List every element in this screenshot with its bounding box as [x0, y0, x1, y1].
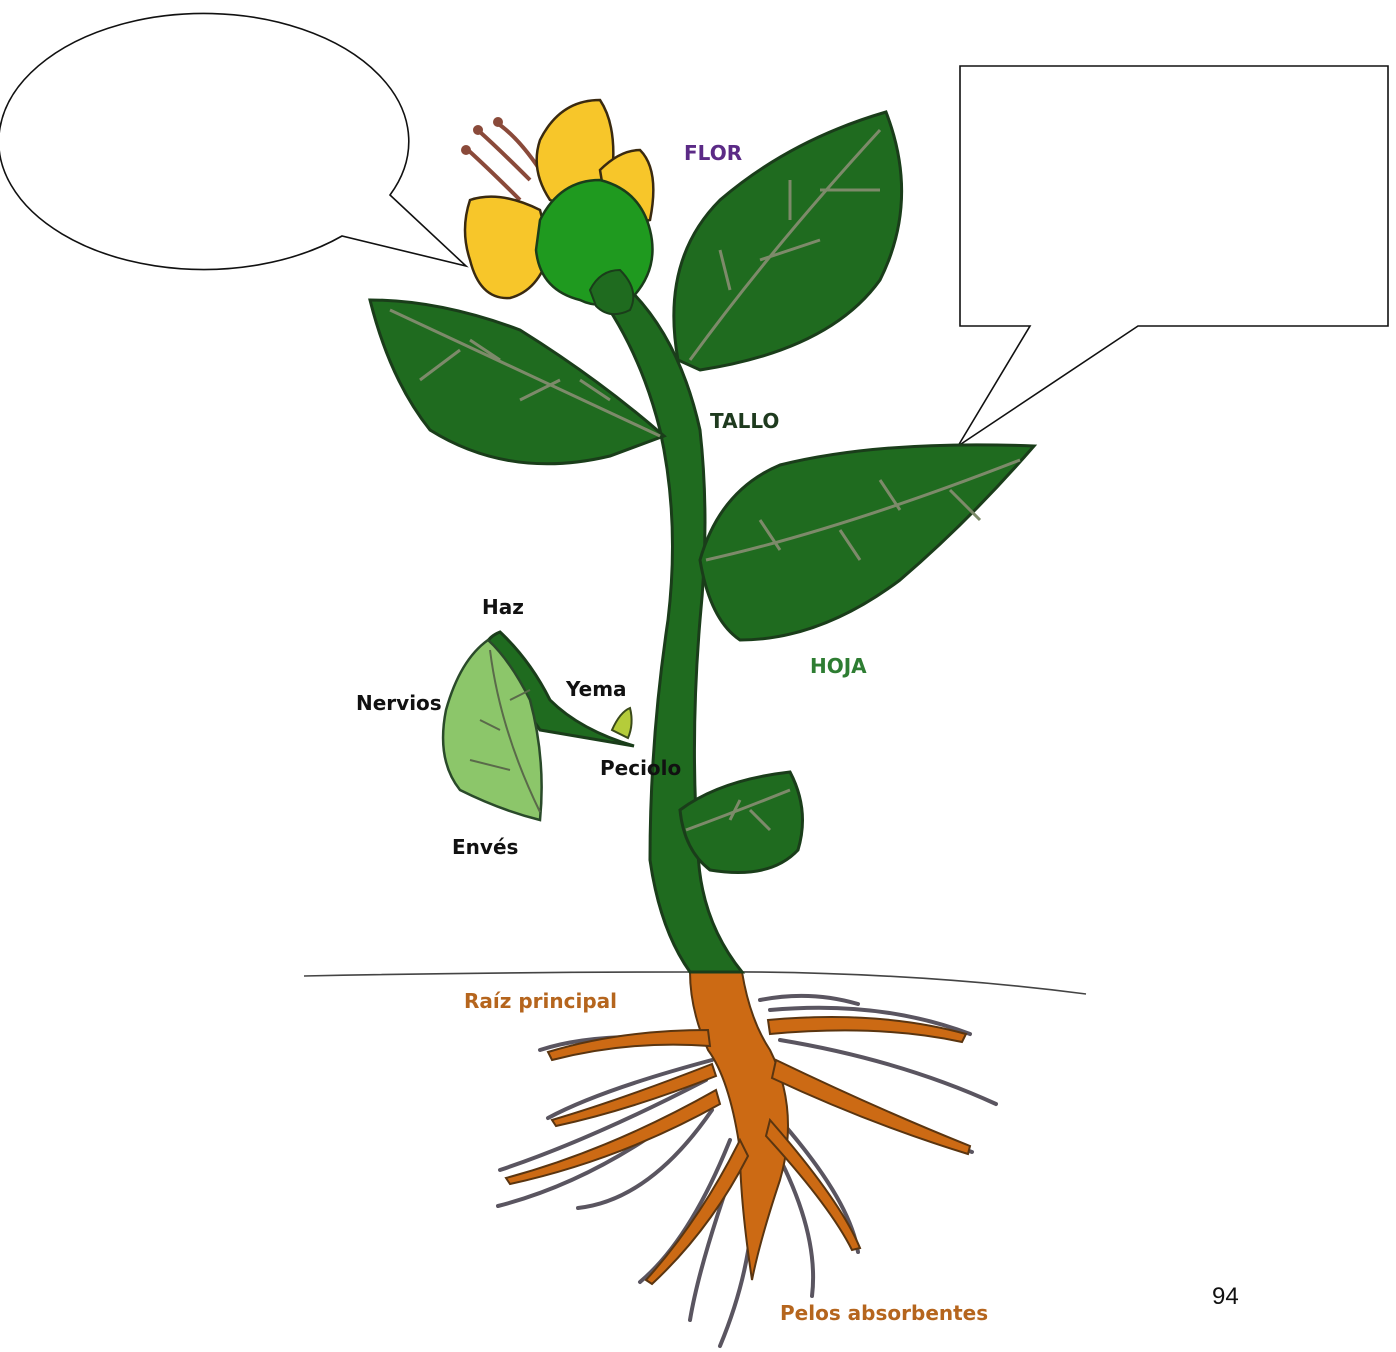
- oval-speech-bubble: [0, 13, 466, 269]
- label-raiz-principal: Raíz principal: [464, 989, 617, 1013]
- label-nervios: Nervios: [356, 691, 442, 715]
- flower: [461, 100, 653, 314]
- label-tallo: TALLO: [710, 409, 779, 433]
- page-number: 94: [1212, 1283, 1239, 1311]
- label-yema: Yema: [565, 677, 627, 701]
- leaf-hoja: [700, 445, 1034, 640]
- leaf-folded: [443, 632, 634, 820]
- label-flor: FLOR: [684, 141, 742, 165]
- leaf-small-lower: [680, 772, 803, 873]
- bud-yema: [612, 708, 632, 738]
- main-root: [506, 972, 970, 1284]
- label-hoja: HOJA: [810, 654, 867, 678]
- label-enves: Envés: [452, 835, 518, 859]
- label-pelos-absorbentes: Pelos absorbentes: [780, 1301, 988, 1325]
- rectangular-speech-bubble: [958, 66, 1388, 446]
- label-peciolo: Peciolo: [600, 756, 681, 780]
- label-haz: Haz: [482, 595, 524, 619]
